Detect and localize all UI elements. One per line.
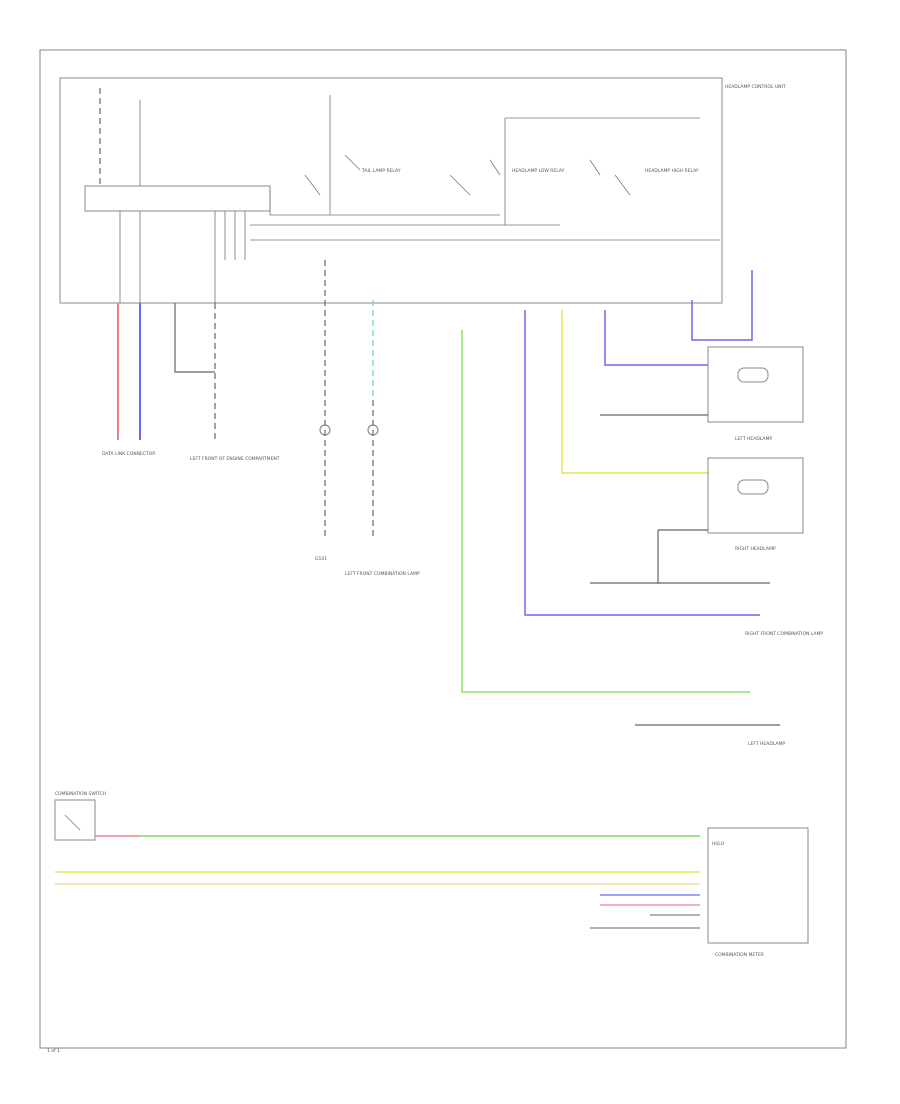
wire-blue-aux (691, 270, 753, 341)
right-headlamp-bulb-icon (737, 479, 769, 495)
wire-green-fog (461, 330, 750, 693)
left-headlamp-box (707, 346, 804, 423)
headlamp-low-relay: HEADLAMP LOW RELAY (449, 159, 565, 196)
combo-switch-contact (64, 814, 81, 831)
right-headlamp-label: RIGHT HEADLAMP (735, 546, 776, 552)
right-headlamp-box (707, 457, 804, 534)
fog-left-label: LEFT HEADLAMP (748, 741, 785, 747)
combination-meter-box (707, 827, 809, 944)
data-link-label: DATA LINK CONNECTOR (102, 451, 155, 457)
wire-yellow-headlamp (561, 310, 708, 474)
tail-lamp-relay: TAIL LAMP RELAY (304, 154, 401, 215)
headlamp-high-relay: HEADLAMP HIGH RELAY (589, 159, 699, 196)
ground-branch (174, 303, 215, 373)
tail-relay-label: TAIL LAMP RELAY (361, 168, 401, 174)
internal-bus-box (84, 185, 271, 212)
headlamp-high-relay-label: HEADLAMP HIGH RELAY (645, 168, 699, 174)
ground-trunk (657, 530, 770, 584)
ground-left-label: LEFT FRONT OF ENGINE COMPARTMENT (190, 456, 280, 462)
wire-blue-fog (524, 310, 760, 616)
left-lamp-bulb (319, 424, 331, 436)
combo-switch-label: COMBINATION SWITCH (55, 791, 106, 797)
diagram-frame (39, 49, 847, 1049)
control-module-box (59, 77, 723, 304)
right-lamp-bulb (367, 424, 379, 436)
ground-label: G101 (315, 556, 327, 562)
hi-lo-label: HI/LO (712, 841, 725, 847)
module-name-label: HEADLAMP CONTROL UNIT (725, 84, 786, 90)
left-headlamp-bulb-icon (737, 367, 769, 383)
fog-right-label: RIGHT FRONT COMBINATION LAMP (745, 631, 823, 637)
combination-meter-label: COMBINATION METER (715, 952, 764, 958)
combo-switch-box (54, 799, 96, 841)
front-combo-left-label: LEFT FRONT COMBINATION LAMP (345, 571, 420, 577)
headlamp-low-relay-label: HEADLAMP LOW RELAY (512, 168, 565, 174)
left-headlamp-label: LEFT HEADLAMP (735, 436, 772, 442)
page-label: 1 of 1 (47, 1048, 60, 1054)
wire-blue-headlamp (604, 310, 708, 366)
